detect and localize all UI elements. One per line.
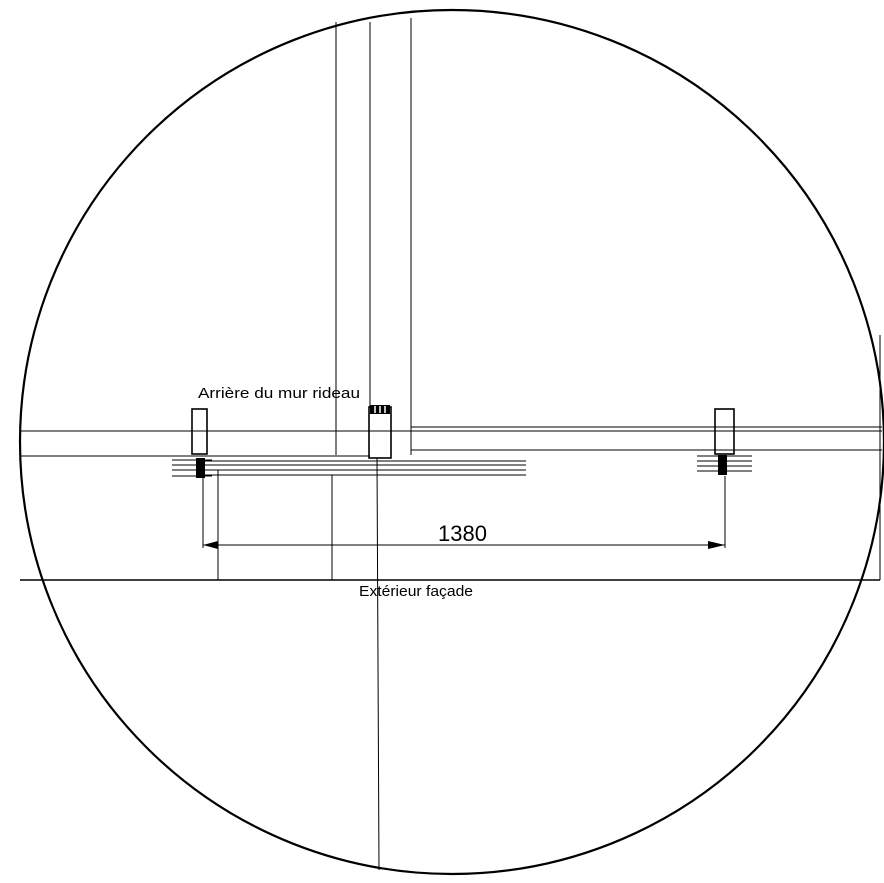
detail-circle: [19, 9, 884, 875]
slab-lines: [20, 335, 882, 581]
mullion-lines: [335, 18, 412, 455]
dimension-value: 1380: [438, 521, 487, 546]
label-exterior-facade: Extérieur façade: [359, 583, 473, 600]
dimension-line: [203, 541, 725, 549]
right-anchor: [697, 408, 752, 548]
left-anchor: [172, 408, 219, 580]
center-mullion-profile: [368, 405, 392, 871]
label-back-of-curtain-wall: Arrière du mur rideau: [198, 385, 360, 402]
profile-bar: [205, 460, 526, 580]
